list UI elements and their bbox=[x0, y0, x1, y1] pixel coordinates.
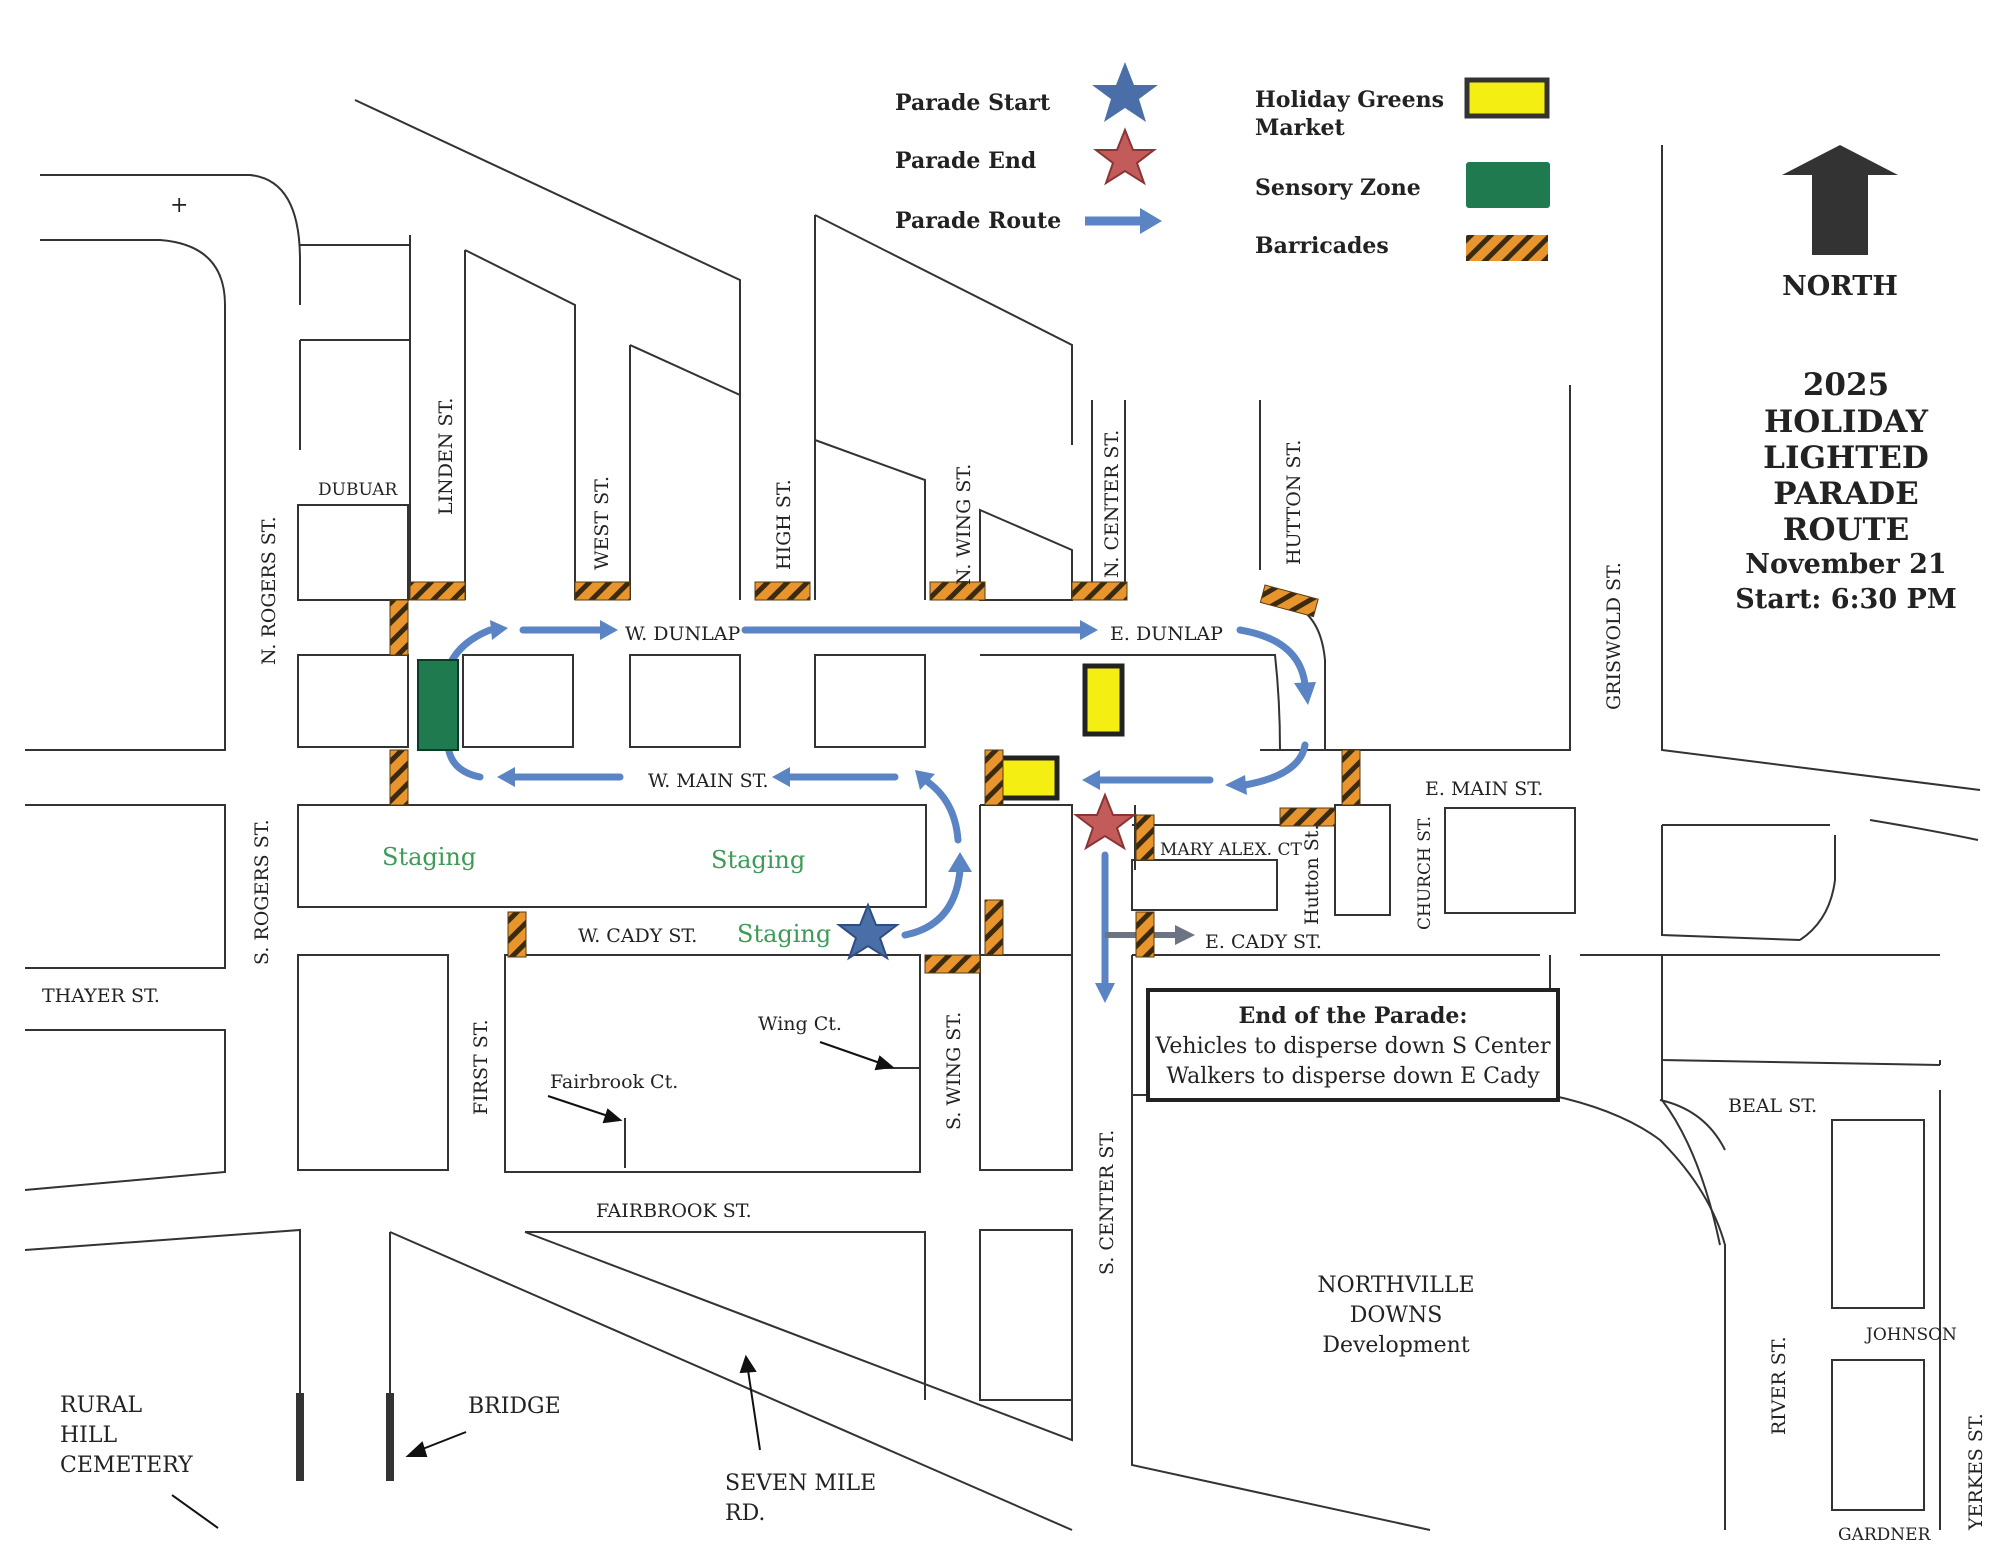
holiday-greens-market-1 bbox=[1082, 663, 1125, 737]
label-mary-alex-ct: MARY ALEX. CT bbox=[1160, 840, 1302, 860]
title-line3: PARADE bbox=[1773, 476, 1918, 512]
legend-sensory-swatch bbox=[1466, 162, 1550, 208]
label-northville-1: NORTHVILLE bbox=[1317, 1273, 1474, 1298]
label-fairbrook-st: FAIRBROOK ST. bbox=[596, 1200, 752, 1222]
map-title: 2025 HOLIDAY LIGHTED PARADE ROUTE Novemb… bbox=[1735, 367, 1956, 615]
legend-parade-start-label: Parade Start bbox=[895, 90, 1051, 116]
label-s-rogers-st: S. ROGERS ST. bbox=[251, 819, 273, 965]
staging-labels: Staging Staging Staging bbox=[382, 843, 831, 948]
north-label: NORTH bbox=[1782, 271, 1898, 302]
label-s-wing-st: S. WING ST. bbox=[943, 1012, 965, 1130]
end-of-parade-note: End of the Parade: Vehicles to disperse … bbox=[1146, 988, 1560, 1102]
legend-market-label-2: Market bbox=[1255, 115, 1345, 141]
label-w-main-st: W. MAIN ST. bbox=[648, 770, 769, 792]
end-note-title: End of the Parade: bbox=[1239, 1003, 1468, 1029]
label-linden-st: LINDEN ST. bbox=[435, 398, 457, 515]
label-northville-3: Development bbox=[1322, 1333, 1470, 1358]
label-n-center-st: N. CENTER ST. bbox=[1101, 430, 1123, 578]
barricades bbox=[389, 581, 1361, 974]
label-cemetery-2: HILL bbox=[60, 1423, 117, 1448]
label-cemetery-3: CEMETERY bbox=[60, 1453, 193, 1478]
label-e-dunlap: E. DUNLAP bbox=[1110, 623, 1223, 645]
legend-barricades-label: Barricades bbox=[1255, 233, 1389, 259]
label-bridge: BRIDGE bbox=[468, 1394, 561, 1419]
label-west-st: WEST ST. bbox=[591, 476, 613, 570]
label-beal-st: BEAL ST. bbox=[1728, 1095, 1817, 1117]
end-note-line2: Walkers to disperse down E Cady bbox=[1166, 1064, 1540, 1089]
label-hutton-st-upper: HUTTON ST. bbox=[1283, 440, 1305, 565]
label-gardner: GARDNER bbox=[1838, 1525, 1932, 1545]
legend-route-arrowhead-icon bbox=[1140, 208, 1162, 234]
legend-parade-end-label: Parade End bbox=[895, 148, 1036, 174]
title-line1: HOLIDAY bbox=[1764, 404, 1929, 440]
label-wing-ct: Wing Ct. bbox=[758, 1013, 842, 1035]
label-e-cady-st: E. CADY ST. bbox=[1205, 931, 1322, 953]
label-river-st: RIVER ST. bbox=[1768, 1336, 1790, 1435]
street-labels: DUBUAR LINDEN ST. WEST ST. HIGH ST. N. W… bbox=[42, 398, 1987, 1545]
legend-sensory-label: Sensory Zone bbox=[1255, 175, 1421, 201]
legend-barricade-swatch bbox=[1466, 235, 1548, 261]
parade-end-star bbox=[1073, 792, 1137, 851]
holiday-greens-market-2 bbox=[997, 755, 1060, 801]
compass: NORTH bbox=[1782, 145, 1898, 302]
label-seven-mile-1: SEVEN MILE bbox=[725, 1471, 876, 1496]
pointer-arrows bbox=[171, 1041, 895, 1529]
label-n-wing-st: N. WING ST. bbox=[953, 464, 975, 585]
label-n-rogers-st: N. ROGERS ST. bbox=[258, 516, 280, 665]
label-high-st: HIGH ST. bbox=[773, 479, 795, 570]
title-line4: ROUTE bbox=[1783, 512, 1910, 548]
legend-parade-route-label: Parade Route bbox=[895, 208, 1061, 234]
label-dubuar: DUBUAR bbox=[318, 480, 399, 500]
legend-market-label-1: Holiday Greens bbox=[1255, 87, 1444, 113]
label-first-st: FIRST ST. bbox=[470, 1019, 492, 1115]
label-church-st: CHURCH ST. bbox=[1415, 816, 1435, 930]
parade-start-star bbox=[836, 902, 900, 961]
title-line2: LIGHTED bbox=[1763, 440, 1929, 476]
label-fairbrook-ct: Fairbrook Ct. bbox=[550, 1071, 678, 1093]
place-labels: NORTHVILLE DOWNS Development RURAL HILL … bbox=[60, 193, 1475, 1478]
title-date: November 21 bbox=[1745, 549, 1946, 580]
legend: Parade Start Parade End Parade Route Hol… bbox=[895, 62, 1550, 261]
label-yerkes-st: YERKES ST. bbox=[1965, 1413, 1987, 1531]
label-griswold-st: GRISWOLD ST. bbox=[1603, 562, 1625, 710]
label-hutton-st-lower: Hutton St. bbox=[1301, 825, 1323, 925]
label-w-cady-st: W. CADY ST. bbox=[578, 925, 697, 947]
north-arrow-icon bbox=[1782, 145, 1898, 255]
walker-exit-arrowhead bbox=[1175, 925, 1195, 945]
staging-label-3: Staging bbox=[737, 920, 831, 948]
label-johnson: JOHNSON bbox=[1864, 1325, 1957, 1345]
sensory-zone bbox=[417, 659, 459, 751]
staging-label-2: Staging bbox=[711, 846, 805, 874]
label-thayer-st: THAYER ST. bbox=[42, 985, 160, 1007]
end-note-line1: Vehicles to disperse down S Center bbox=[1155, 1034, 1551, 1059]
title-start-time: Start: 6:30 PM bbox=[1735, 584, 1956, 615]
legend-end-star-icon bbox=[1093, 127, 1157, 186]
street-grid bbox=[24, 99, 1981, 1531]
label-s-center-st: S. CENTER ST. bbox=[1096, 1130, 1118, 1275]
legend-market-swatch bbox=[1464, 77, 1550, 119]
label-cemetery-1: RURAL bbox=[60, 1393, 143, 1418]
label-e-main-st: E. MAIN ST. bbox=[1425, 778, 1543, 800]
legend-start-star-icon bbox=[1092, 62, 1158, 122]
label-seven-mile-2: RD. bbox=[725, 1501, 765, 1526]
staging-label-1: Staging bbox=[382, 843, 476, 871]
title-year: 2025 bbox=[1803, 367, 1889, 403]
label-w-dunlap: W. DUNLAP bbox=[625, 623, 740, 645]
label-plus: + bbox=[170, 193, 188, 218]
label-northville-2: DOWNS bbox=[1350, 1303, 1443, 1328]
